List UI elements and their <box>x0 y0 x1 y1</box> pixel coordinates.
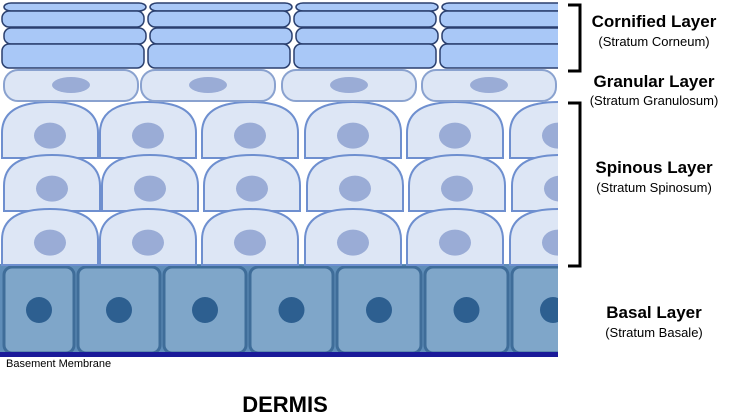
basement-membrane-line <box>0 352 558 357</box>
cornified-layer-subtitle: (Stratum Corneum) <box>598 34 710 49</box>
basal-cell-nucleus <box>540 297 558 323</box>
cornified-cell <box>439 43 558 69</box>
basal-cell-nucleus <box>453 297 480 323</box>
granular-cell-nucleus <box>470 77 508 93</box>
cornified-cell <box>293 43 437 69</box>
dermis-label: DERMIS <box>242 392 328 417</box>
cornified-layer-title: Cornified Layer <box>591 12 717 31</box>
cornified-cell <box>1 10 145 28</box>
spinous-cell-nucleus <box>34 229 66 256</box>
cornified-cell <box>3 2 147 12</box>
cornified-cell <box>149 27 293 45</box>
spinous-layer-subtitle: (Stratum Spinosum) <box>596 180 712 195</box>
spinous-cell-nucleus <box>544 175 558 202</box>
cornified-cell <box>1 43 145 69</box>
granular-cell-nucleus <box>330 77 368 93</box>
granular-cell-nucleus <box>189 77 227 93</box>
cornified-cell <box>441 27 558 45</box>
spinous-cell-nucleus <box>339 175 371 202</box>
spinous-cell-nucleus <box>542 122 558 149</box>
cornified-cell <box>3 27 147 45</box>
spinous-cell-nucleus <box>36 175 68 202</box>
cornified-cell <box>439 10 558 28</box>
spinous-cell-nucleus <box>34 122 66 149</box>
spinous-cell-nucleus <box>441 175 473 202</box>
spinous-cell-nucleus <box>132 229 164 256</box>
cornified-cell <box>295 2 439 12</box>
cornified-cell <box>147 10 291 28</box>
cornified-cell <box>149 2 293 12</box>
spinous-cell-nucleus <box>236 175 268 202</box>
cornified-cell <box>147 43 291 69</box>
basal-cell-nucleus <box>106 297 132 323</box>
basal-cell-nucleus <box>366 297 392 323</box>
cornified-cell <box>295 27 439 45</box>
basal-cell-nucleus <box>192 297 218 323</box>
basal-cell-nucleus <box>278 297 305 323</box>
basement-membrane-label: Basement Membrane <box>6 358 112 370</box>
spinous-cell-nucleus <box>542 229 558 256</box>
spinous-cell-nucleus <box>134 175 166 202</box>
spinous-cell-nucleus <box>234 229 266 256</box>
spinous-layer-title: Spinous Layer <box>595 158 713 177</box>
spinous-cell-nucleus <box>439 229 471 256</box>
basal-layer-subtitle: (Stratum Basale) <box>605 325 703 340</box>
spinous-cell <box>511 154 558 212</box>
spinous-cell-nucleus <box>337 122 369 149</box>
spinous-layer-bracket <box>568 101 582 268</box>
basal-layer-title: Basal Layer <box>606 303 702 322</box>
cornified-layer-bracket <box>568 3 582 73</box>
tissue-group <box>0 2 558 356</box>
spinous-cell-nucleus <box>234 122 266 149</box>
spinous-cell-nucleus <box>132 122 164 149</box>
spinous-cell-nucleus <box>439 122 471 149</box>
granular-layer-title: Granular Layer <box>593 72 715 91</box>
cornified-cell <box>441 2 558 12</box>
spinous-cell-nucleus <box>337 229 369 256</box>
basal-cell-nucleus <box>26 297 52 323</box>
cornified-cell <box>293 10 437 28</box>
granular-cell-nucleus <box>52 77 90 93</box>
granular-layer-subtitle: (Stratum Granulosum) <box>589 93 719 108</box>
